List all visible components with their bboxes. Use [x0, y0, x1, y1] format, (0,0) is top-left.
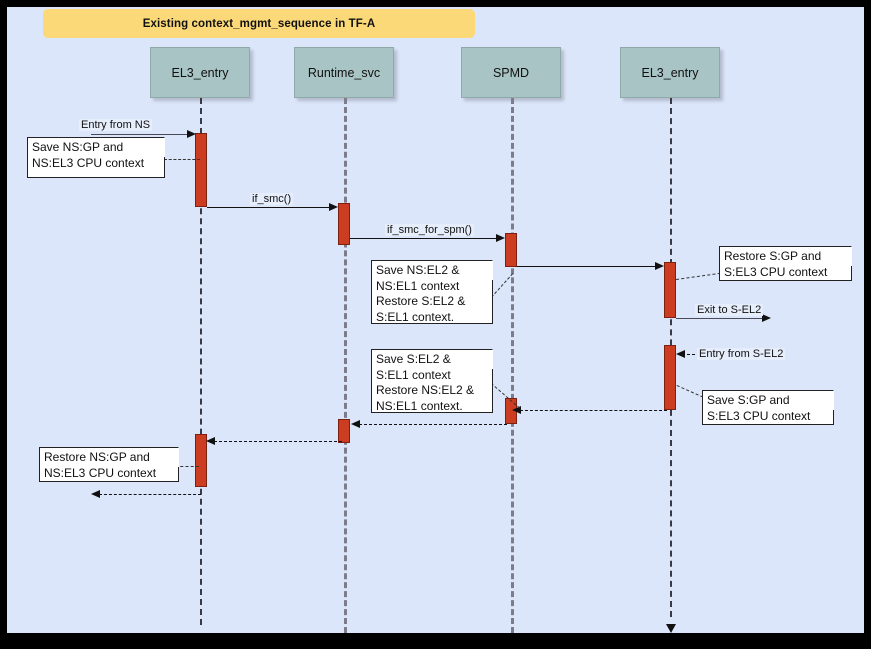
- message-spmd-to-runtime-svc-line: [359, 424, 507, 425]
- participant-el3-entry-left[interactable]: EL3_entry: [150, 47, 250, 98]
- lifeline-end-arrow-icon: [666, 624, 676, 633]
- message-entry-from-ns-line: [91, 134, 191, 135]
- message-exit-to-s-el2-line: [676, 318, 766, 319]
- message-exit-to-s-el2-label: Exit to S-EL2: [695, 304, 764, 316]
- note-save-s-gp: Save S:GP and S:EL3 CPU context: [702, 390, 834, 425]
- note-line: S:EL3 CPU context: [724, 264, 828, 279]
- note1-connector: [164, 159, 200, 160]
- activation-bar-el3-entry-right-1: [664, 262, 676, 318]
- note-restore-ns-gp: Restore NS:GP and NS:EL3 CPU context: [39, 447, 179, 482]
- note-line: Save NS:GP and: [32, 140, 124, 154]
- note-line: Save S:GP and: [707, 393, 790, 407]
- message-exit-to-s-el2-arrow-icon: [762, 314, 771, 322]
- note6-connector: [175, 466, 199, 467]
- lifeline-spmd: [511, 98, 514, 633]
- note-save-ns-gp: Save NS:GP and NS:EL3 CPU context: [27, 137, 165, 178]
- lifeline-el3-entry-left: [200, 98, 202, 625]
- note-line: Save S:EL2 &: [376, 352, 451, 366]
- message-entry-from-ns-arrow-icon: [187, 130, 196, 138]
- note-line: Restore NS:GP and: [44, 450, 150, 464]
- activation-bar-spmd-1: [505, 233, 517, 267]
- note-line: S:EL1 context.: [376, 309, 455, 324]
- message-spmd-to-el3-right-line: [517, 266, 657, 267]
- activation-bar-runtime-svc-1: [338, 203, 350, 245]
- note-line: S:EL1 context: [376, 367, 451, 382]
- note-save-ns-el2: Save NS:EL2 & NS:EL1 context Restore S:E…: [371, 260, 493, 324]
- note-line: Save NS:EL2 &: [376, 263, 460, 277]
- note-save-s-el2: Save S:EL2 & S:EL1 context Restore NS:EL…: [371, 349, 493, 413]
- note-line: Restore NS:EL2 &: [376, 383, 475, 397]
- message-if-smc-line: [207, 207, 332, 208]
- diagram-title-banner: Existing context_mgmt_sequence in TF-A: [43, 9, 475, 38]
- note-line: NS:EL1 context.: [376, 398, 463, 413]
- activation-bar-runtime-svc-2: [338, 419, 350, 443]
- note-line: Restore S:GP and: [724, 249, 822, 263]
- activation-bar-el3-entry-left-2: [195, 434, 207, 487]
- message-el3-right-to-spmd-line: [520, 410, 667, 411]
- note-line: S:EL3 CPU context: [707, 408, 811, 423]
- message-runtime-svc-to-el3-left-line: [214, 441, 342, 442]
- message-final-exit-arrow-icon: [91, 490, 100, 498]
- message-entry-from-s-el2-arrow-icon: [676, 350, 685, 358]
- participant-label: SPMD: [492, 65, 530, 80]
- message-if-smc-arrow-icon: [329, 203, 338, 211]
- message-if-smc-for-spm-label: if_smc_for_spm(): [385, 224, 474, 236]
- note-line: NS:EL3 CPU context: [44, 465, 157, 480]
- note-line: Restore S:EL2 &: [376, 294, 466, 308]
- participant-label: EL3_entry: [171, 65, 229, 80]
- activation-bar-el3-entry-right-2: [664, 345, 676, 410]
- activation-bar-el3-entry-left-1: [195, 133, 207, 207]
- participant-label: Runtime_svc: [307, 65, 381, 80]
- message-entry-from-s-el2-label: Entry from S-EL2: [697, 348, 786, 360]
- participant-el3-entry-right[interactable]: EL3_entry: [620, 47, 720, 98]
- participant-spmd[interactable]: SPMD: [461, 47, 561, 98]
- note-line: NS:EL1 context: [376, 278, 460, 293]
- note-line: NS:EL3 CPU context: [32, 155, 145, 170]
- message-if-smc-for-spm-arrow-icon: [496, 234, 505, 242]
- participant-runtime-svc[interactable]: Runtime_svc: [294, 47, 394, 98]
- participant-label: EL3_entry: [641, 65, 699, 80]
- message-if-smc-for-spm-line: [350, 238, 498, 239]
- message-runtime-svc-to-el3-left-arrow-icon: [206, 437, 215, 445]
- message-entry-from-ns-label: Entry from NS: [79, 119, 153, 131]
- message-spmd-to-runtime-svc-arrow-icon: [351, 420, 360, 428]
- lifeline-runtime-svc: [344, 98, 347, 633]
- message-el3-right-to-spmd-arrow-icon: [512, 406, 521, 414]
- message-if-smc-label: if_smc(): [250, 193, 294, 205]
- diagram-canvas: Existing context_mgmt_sequence in TF-A E…: [7, 7, 864, 633]
- note-restore-s-gp: Restore S:GP and S:EL3 CPU context: [719, 246, 852, 281]
- note2-connector: [491, 273, 514, 298]
- message-final-exit-line: [99, 494, 201, 495]
- note3-connector: [676, 272, 721, 280]
- diagram-title: Existing context_mgmt_sequence in TF-A: [142, 17, 376, 30]
- message-spmd-to-el3-right-arrow-icon: [655, 262, 664, 270]
